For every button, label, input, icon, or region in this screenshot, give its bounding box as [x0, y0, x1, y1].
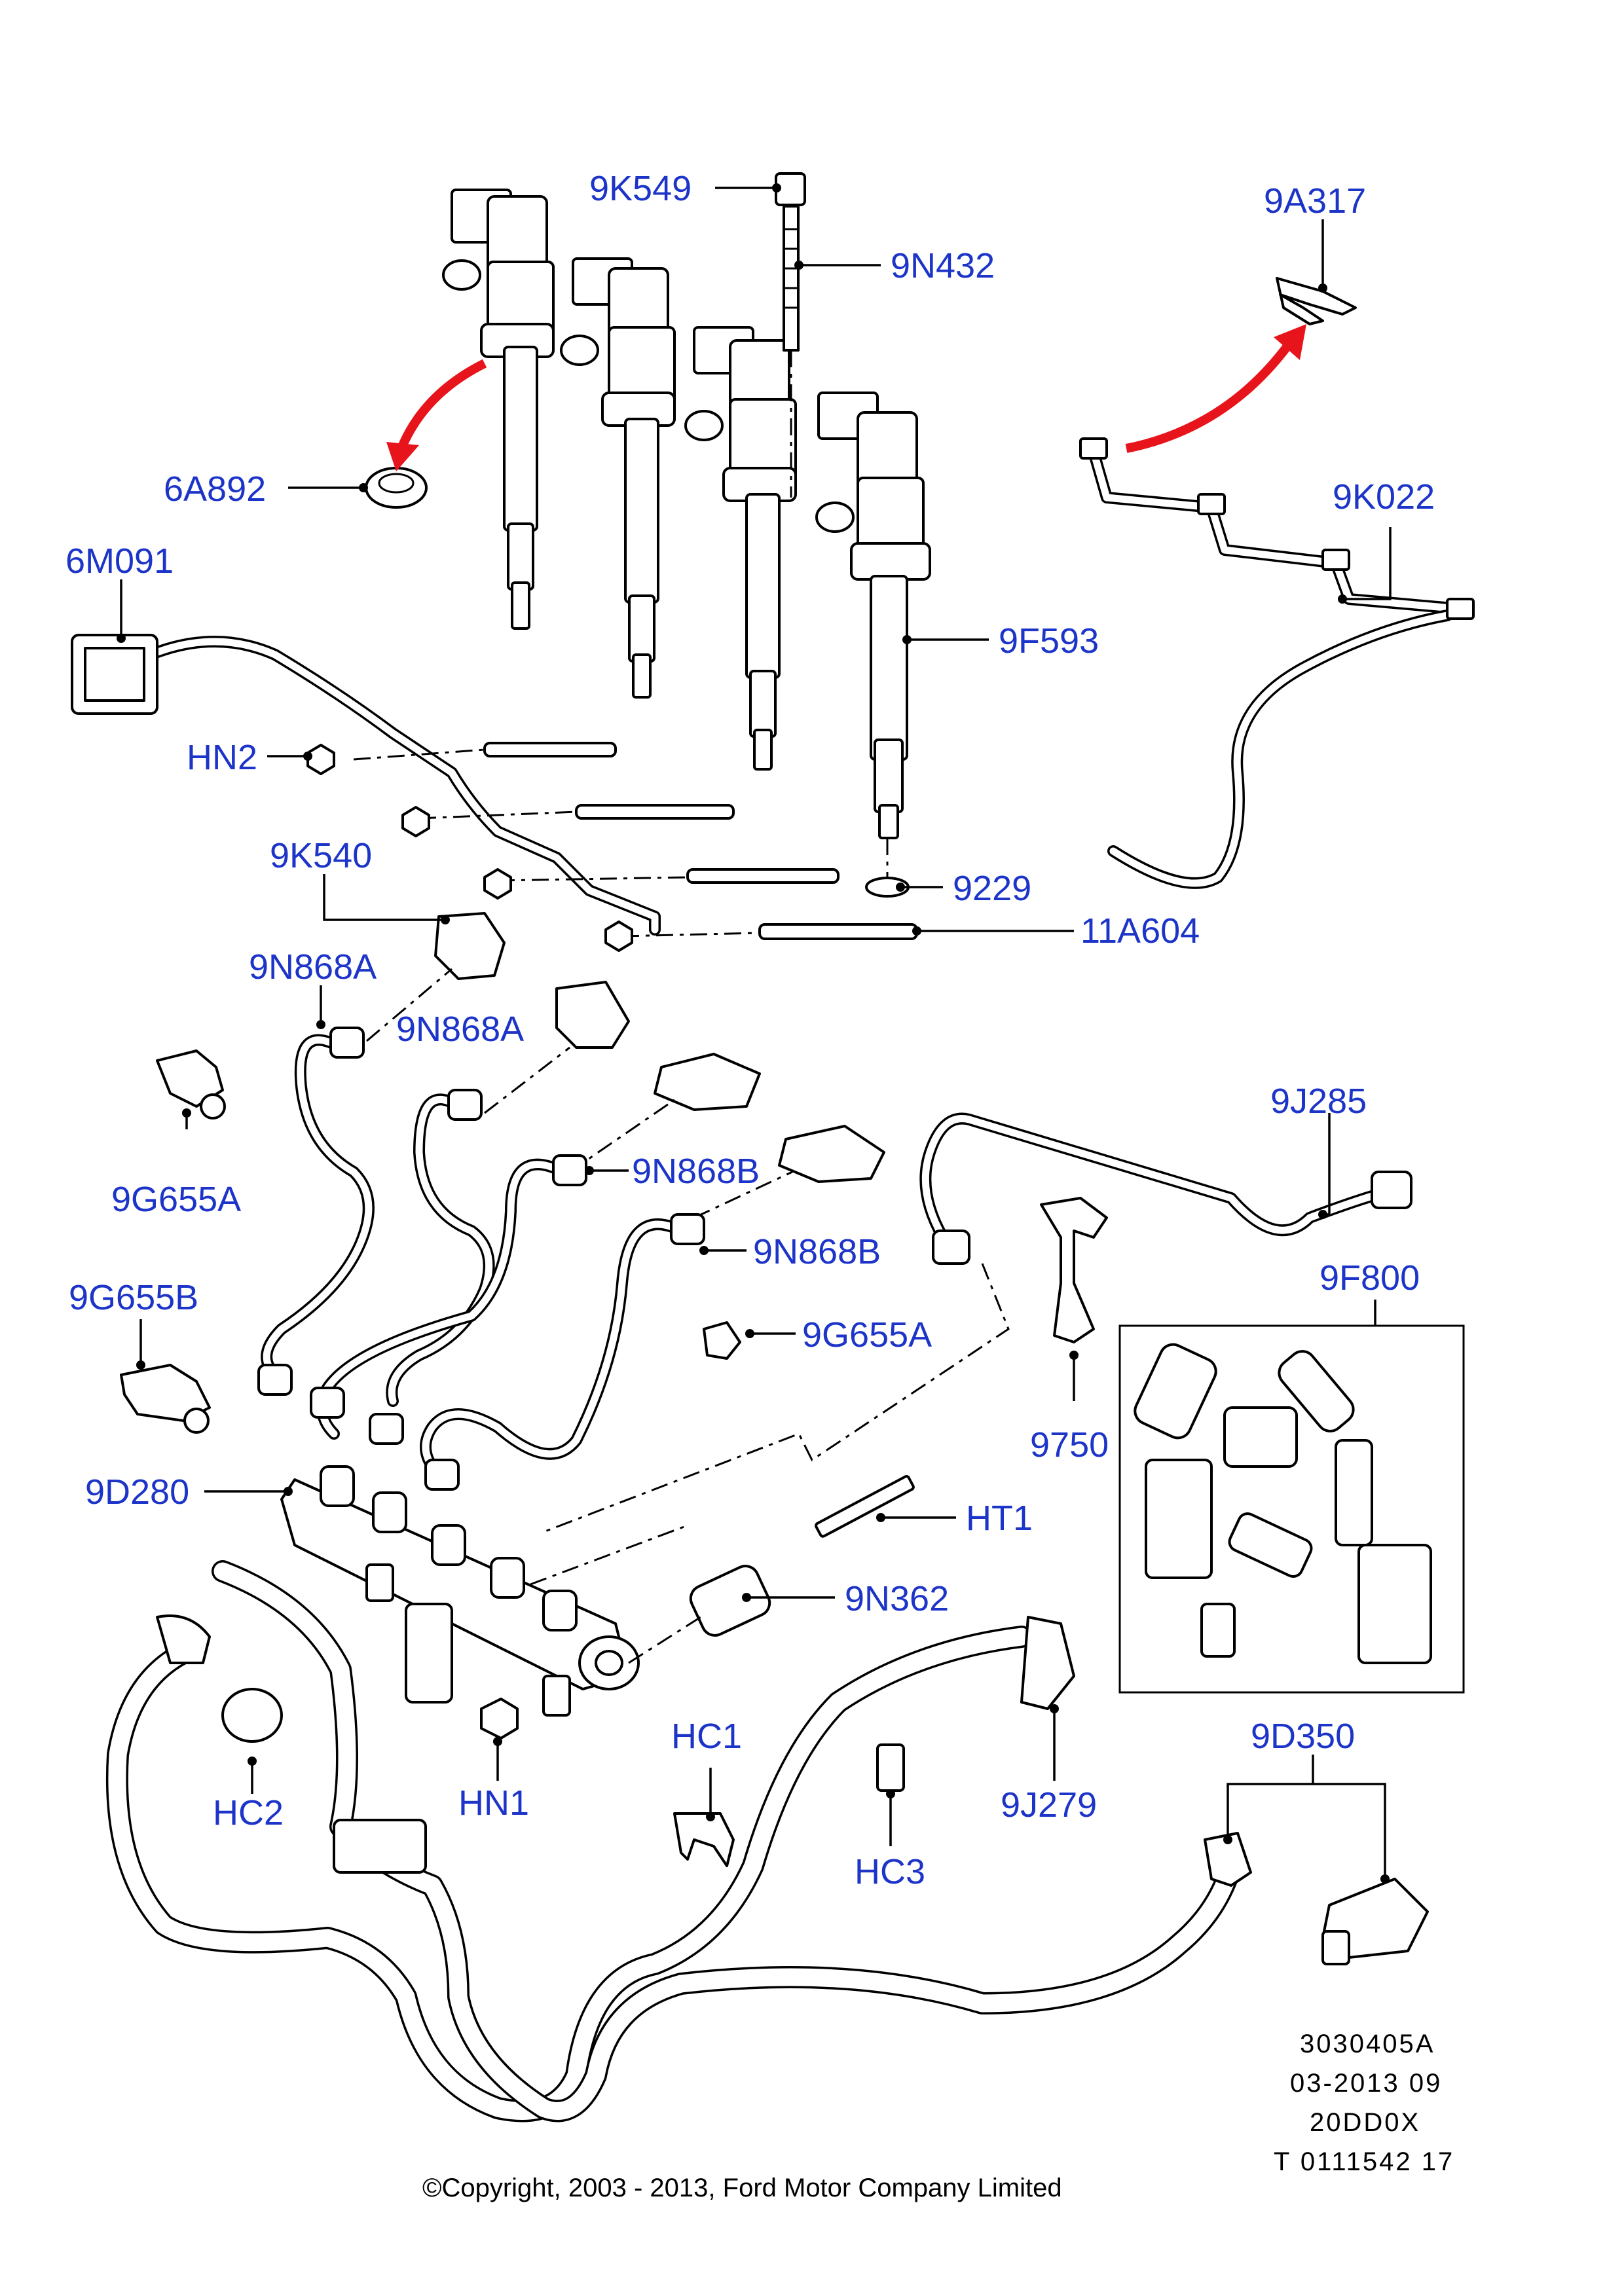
- label-9D280: 9D280: [85, 1472, 189, 1512]
- ref-code-2: 03-2013 09: [1290, 2069, 1442, 2098]
- label-9A317: 9A317: [1264, 181, 1366, 221]
- label-9K540: 9K540: [270, 836, 372, 875]
- label-HT1: HT1: [966, 1499, 1033, 1538]
- injector-1: [442, 189, 555, 630]
- label-HN2: HN2: [187, 738, 257, 777]
- injector-2: [560, 257, 676, 699]
- sensor-bracket: [1040, 1197, 1108, 1343]
- leader-lines: [117, 183, 1392, 1884]
- reference-codes: 3030405A 03-2013 09 20DD0X T 0111542 17: [1274, 2030, 1454, 2176]
- label-HC3: HC3: [855, 1852, 925, 1891]
- label-9J285: 9J285: [1270, 1082, 1367, 1121]
- label-HC2: HC2: [213, 1793, 284, 1832]
- ref-code-4: T 0111542 17: [1274, 2147, 1454, 2176]
- copyright-notice: ©Copyright, 2003 - 2013, Ford Motor Comp…: [422, 2174, 1062, 2202]
- label-9D350: 9D350: [1251, 1717, 1355, 1756]
- label-9229: 9229: [953, 869, 1031, 908]
- injector-4: [815, 392, 931, 839]
- label-9N868B-1: 9N868B: [632, 1152, 760, 1191]
- label-9G655B: 9G655B: [69, 1278, 198, 1317]
- label-9F593: 9F593: [999, 621, 1099, 661]
- label-9N868B-2: 9N868B: [753, 1232, 881, 1271]
- retaining-clip-part: [1276, 277, 1357, 325]
- ref-code-1: 3030405A: [1300, 2030, 1435, 2058]
- label-9K549: 9K549: [589, 169, 692, 208]
- rail-sensor-parts: [628, 1475, 915, 1664]
- label-9N868A-1: 9N868A: [249, 947, 377, 987]
- injector-covers: [366, 912, 885, 1219]
- fuel-return-hoses: [105, 1560, 1252, 2123]
- label-9G655A-1: 9G655A: [111, 1180, 241, 1219]
- pipe-clips: [120, 1049, 741, 1434]
- label-6A892: 6A892: [164, 469, 266, 509]
- label-HN1: HN1: [458, 1783, 529, 1823]
- injector-3: [684, 326, 797, 771]
- label-9K022: 9K022: [1333, 477, 1435, 517]
- glow-plug-harness: [71, 634, 661, 936]
- fuel-rail: [280, 1465, 688, 1717]
- label-9G655A-2: 9G655A: [802, 1315, 932, 1355]
- red-arrow-to-washer: [398, 359, 487, 447]
- label-9750: 9750: [1030, 1425, 1109, 1465]
- red-arrow-to-clip: [1125, 344, 1291, 453]
- label-11A604: 11A604: [1080, 911, 1200, 951]
- part-labels: 9K549 9N432 9A317 6A892 9K022 6M091 9F59…: [65, 169, 1435, 1891]
- high-pressure-pipes: [257, 1027, 1412, 1533]
- glow-plugs: [306, 742, 918, 952]
- label-9N868A-2: 9N868A: [396, 1010, 524, 1049]
- label-9F800: 9F800: [1320, 1258, 1420, 1298]
- label-9J279: 9J279: [1001, 1785, 1097, 1825]
- connector-kit-box: [1118, 1324, 1465, 1694]
- pressure-sensor: [1321, 1878, 1429, 1965]
- label-6M091: 6M091: [65, 541, 174, 581]
- label-9N432: 9N432: [891, 246, 995, 285]
- label-9N362: 9N362: [845, 1579, 949, 1618]
- injector-group: [442, 189, 931, 839]
- ref-code-3: 20DD0X: [1310, 2108, 1420, 2137]
- label-HC1: HC1: [671, 1717, 742, 1756]
